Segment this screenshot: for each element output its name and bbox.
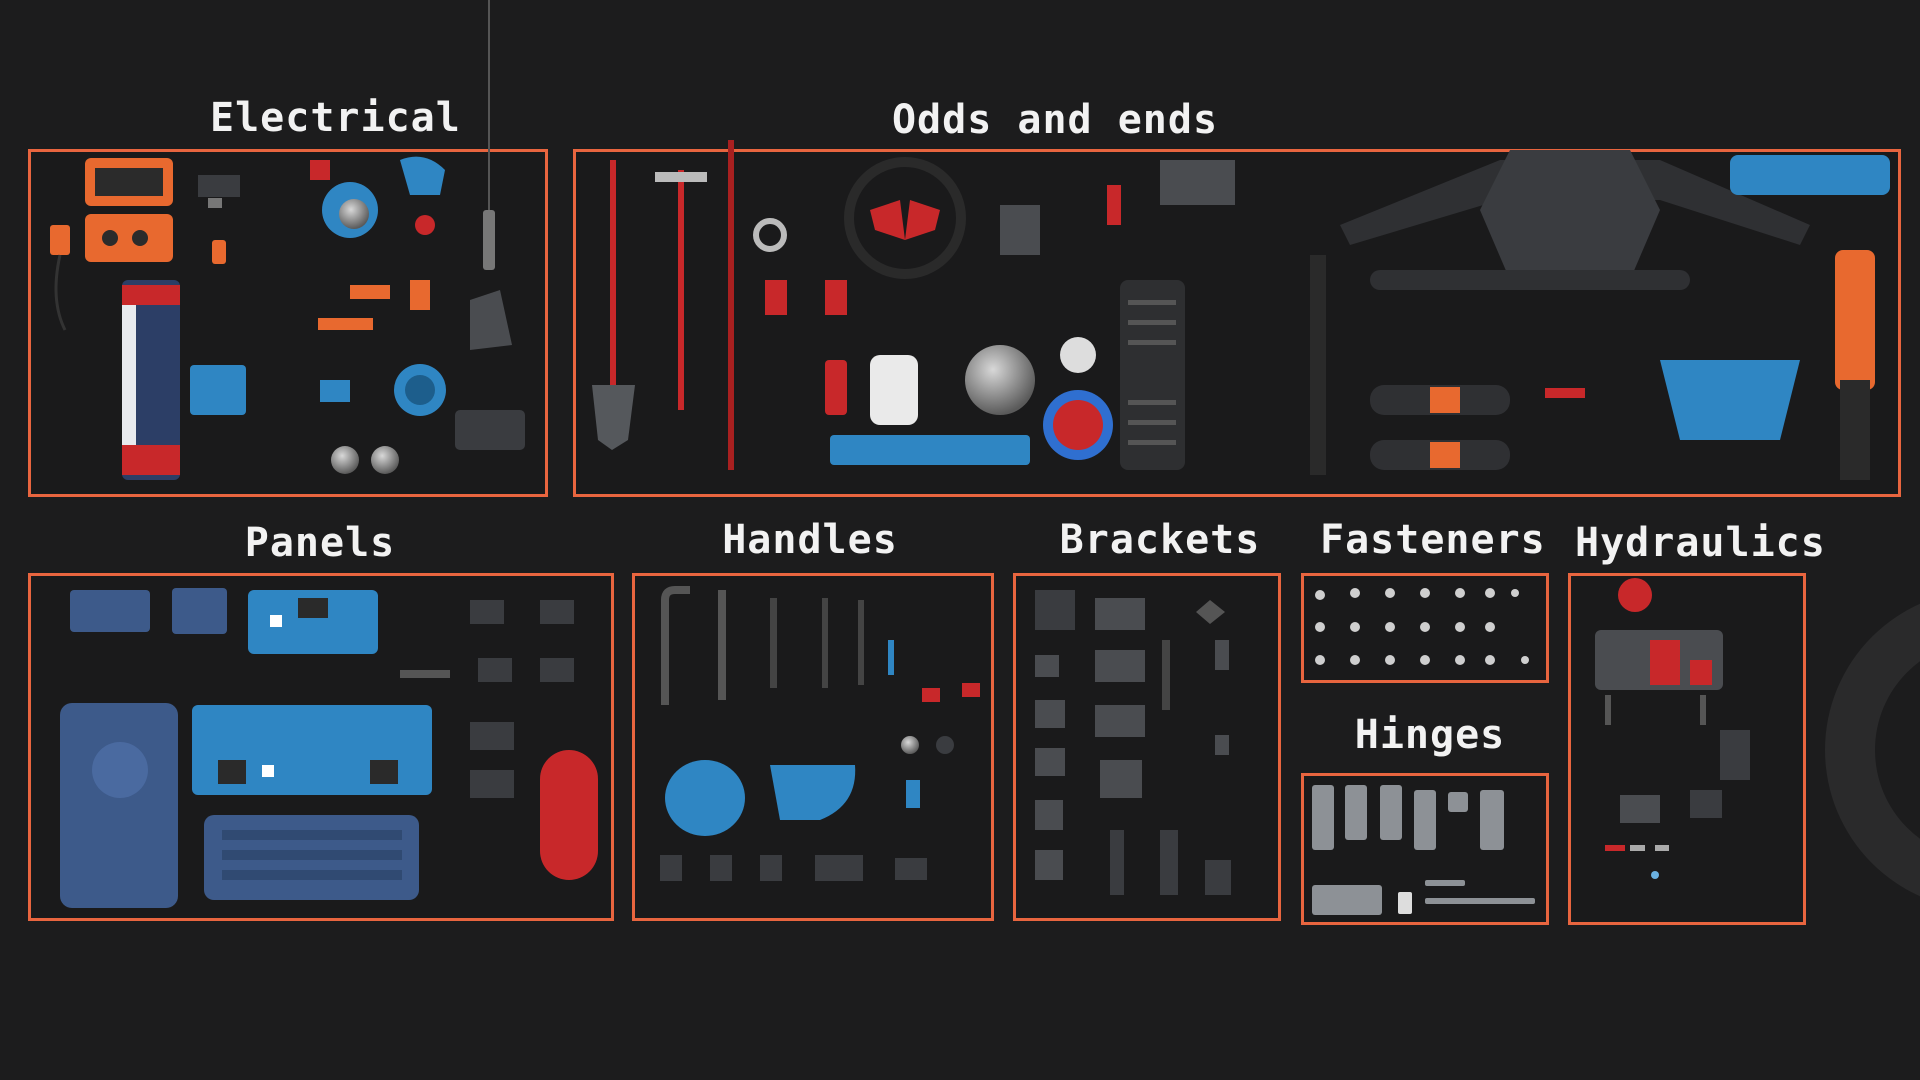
category-title-panels: Panels — [244, 520, 396, 566]
antenna-mount — [470, 290, 512, 350]
antenna-base — [483, 210, 495, 270]
tire-partial — [1825, 603, 1920, 897]
handles-panel[interactable] — [632, 573, 994, 921]
panels-parts — [60, 588, 598, 908]
electrical-parts — [50, 156, 525, 480]
hinges-parts — [1312, 785, 1535, 915]
category-title-electrical: Electrical — [210, 95, 461, 141]
category-title-handles: Handles — [722, 517, 898, 563]
category-title-odds-and-ends: Odds and ends — [891, 97, 1219, 143]
odds-and-ends-panel[interactable] — [573, 149, 1901, 497]
odds-and-ends-parts — [592, 140, 1890, 480]
hydraulics-parts — [1595, 578, 1750, 879]
brackets-parts — [1035, 590, 1231, 895]
fasteners-parts — [1315, 588, 1529, 665]
category-title-hydraulics: Hydraulics — [1575, 520, 1826, 566]
category-title-fasteners: Fasteners — [1320, 517, 1546, 563]
handles-parts — [660, 586, 980, 881]
category-title-brackets: Brackets — [1059, 517, 1261, 563]
category-title-hinges: Hinges — [1354, 712, 1506, 758]
